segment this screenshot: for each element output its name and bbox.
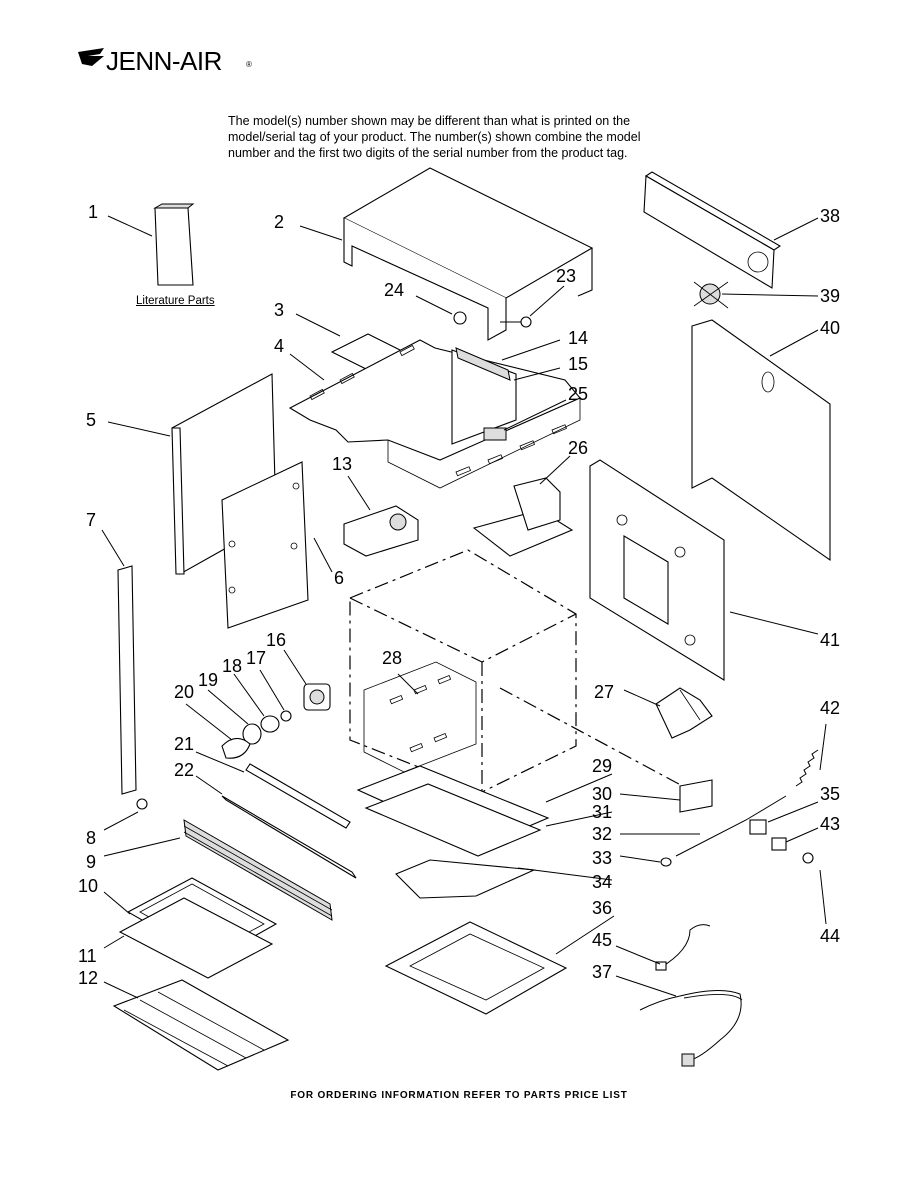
part-light-bulb: [260, 715, 280, 733]
callout-7: 7: [86, 510, 96, 530]
part-door-latch: [343, 505, 419, 557]
callout-37: 37: [592, 962, 612, 982]
part-light-cover: [242, 723, 262, 745]
callout-45: 45: [592, 930, 612, 950]
callout-11: 11: [78, 946, 97, 966]
leader-lines: [101, 215, 827, 999]
callout-27: 27: [594, 682, 614, 702]
part-clip: [771, 837, 787, 851]
part-screw-8: [136, 798, 148, 810]
callout-19: 19: [198, 670, 218, 690]
callout-38: 38: [820, 206, 840, 226]
callout-34: 34: [592, 872, 612, 892]
part-literature-book: [153, 203, 195, 286]
callout-44: 44: [820, 926, 840, 946]
part-rear-panel: [691, 319, 831, 562]
callout-40: 40: [820, 318, 840, 338]
part-oven-rack: [112, 979, 290, 1071]
part-vent-grille: [183, 819, 333, 921]
callout-3: 3: [274, 300, 284, 320]
logo-text: JENN-AIR: [106, 46, 222, 76]
part-top-rail: [643, 171, 782, 289]
notice-line-1: The model(s) number shown may be differe…: [228, 114, 631, 128]
part-hinge-plate: [749, 819, 767, 835]
callout-29: 29: [592, 756, 612, 776]
part-trim-strip-lower: [221, 795, 357, 879]
callout-12: 12: [78, 968, 98, 988]
callout-22: 22: [174, 760, 194, 780]
part-door-hinge: [655, 687, 713, 739]
literature-parts-label: Literature Parts: [136, 295, 215, 307]
callout-9: 9: [86, 852, 96, 872]
callout-26: 26: [568, 438, 588, 458]
part-power-cord: [639, 990, 743, 1067]
ordering-info-footer: FOR ORDERING INFORMATION REFER TO PARTS …: [290, 1090, 628, 1101]
part-broiler-pan: [118, 897, 274, 979]
model-number-notice: The model(s) number shown may be differe…: [228, 113, 708, 161]
callout-36: 36: [592, 898, 612, 918]
part-wire-harness: [655, 924, 711, 971]
callout-13: 13: [332, 454, 352, 474]
callout-33: 33: [592, 848, 612, 868]
callout-10: 10: [78, 876, 98, 896]
part-thermal-fuse: [453, 311, 467, 325]
callout-numbers: 1 2 3 4 5 6 7 8 9 10 11 12 13 14 15 16 1…: [78, 202, 840, 988]
callout-32: 32: [592, 824, 612, 844]
notice-line-2: model/serial tag of your product. The nu…: [228, 130, 641, 144]
callout-16: 16: [266, 630, 286, 650]
part-oven-cavity: [349, 549, 691, 793]
part-vertical-trim: [117, 565, 137, 795]
part-trim-strip-upper: [245, 763, 351, 829]
part-linkage-rod: [675, 795, 787, 857]
callout-18: 18: [222, 656, 242, 676]
part-hinge-bracket: [679, 779, 713, 813]
part-front-frame: [589, 459, 725, 681]
part-warming-tray: [384, 921, 568, 1015]
part-light-socket: [303, 683, 331, 711]
callout-31: 31: [592, 802, 612, 822]
callout-30: 30: [592, 784, 612, 804]
callout-17: 17: [246, 648, 266, 668]
callout-5: 5: [86, 410, 96, 430]
part-cabinet-wrapper: [342, 167, 594, 341]
callout-20: 20: [174, 682, 194, 702]
part-screw-23: [500, 316, 532, 328]
notice-line-3: number and the first two digits of the s…: [228, 146, 628, 160]
part-spring: [795, 749, 819, 787]
part-light-gasket: [280, 710, 292, 722]
part-cavity-slots: [389, 674, 452, 753]
callout-39: 39: [820, 286, 840, 306]
callout-24: 24: [384, 280, 404, 300]
part-rod-cap: [660, 857, 672, 867]
callout-8: 8: [86, 828, 96, 848]
part-side-panel-right: [221, 461, 309, 629]
part-cooling-fan: [693, 281, 729, 309]
jenn-air-bird-icon: [78, 48, 104, 66]
callout-42: 42: [820, 698, 840, 718]
part-bottom-pan: [356, 765, 550, 857]
callout-15: 15: [568, 354, 588, 374]
callout-1: 1: [88, 202, 98, 222]
part-bottom-bracket: [395, 859, 537, 899]
callout-6: 6: [334, 568, 344, 588]
callout-23: 23: [556, 266, 576, 286]
callout-25: 25: [568, 384, 588, 404]
callout-4: 4: [274, 336, 284, 356]
callout-2: 2: [274, 212, 284, 232]
registered-mark: ®: [246, 60, 252, 69]
part-control-board: [451, 347, 517, 445]
jenn-air-logo: JENN-AIR ®: [78, 44, 258, 80]
callout-41: 41: [820, 630, 840, 650]
part-vent-duct: [472, 477, 574, 557]
callout-43: 43: [820, 814, 840, 834]
callout-35: 35: [820, 784, 840, 804]
part-screw-44: [802, 852, 814, 864]
callout-28: 28: [382, 648, 402, 668]
callout-14: 14: [568, 328, 588, 348]
callout-21: 21: [174, 734, 194, 754]
part-light-lens: [221, 737, 251, 759]
